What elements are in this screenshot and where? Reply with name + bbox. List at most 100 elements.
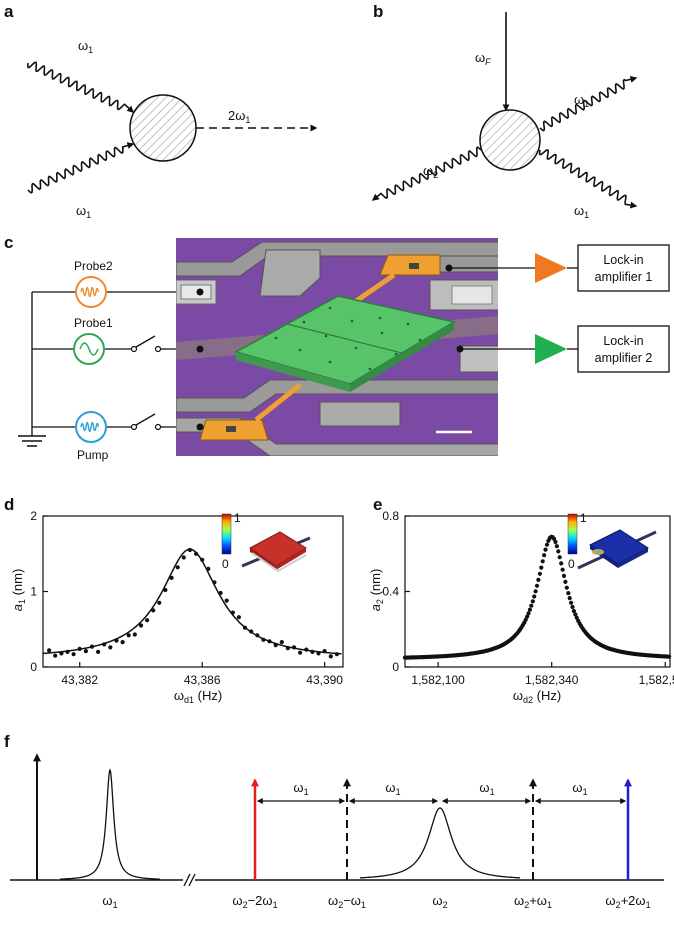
data-point [563, 579, 568, 585]
data-point [544, 542, 550, 547]
spacing-label-3: ω1 [479, 780, 494, 797]
panel-d-label: d [4, 495, 14, 514]
label-omega2-b: ω2 [423, 163, 438, 180]
data-point [145, 618, 150, 623]
peak-omega1 [60, 768, 160, 880]
panel-c-label: c [4, 233, 13, 252]
data-point [532, 594, 537, 599]
panel-b: b ωF ω2 ω1 ω1 [371, 2, 638, 220]
data-point [298, 650, 303, 655]
label-omega1-b-bottom: ω1 [574, 203, 589, 220]
xtick-label: 1,582,100 [411, 673, 465, 687]
panel-a: a ω1 ω1 2ω1 [4, 2, 318, 220]
data-point [564, 585, 569, 590]
ytick-label: 0.8 [382, 509, 399, 523]
ground-symbol [18, 435, 46, 447]
data-point [138, 623, 144, 628]
data-point [322, 649, 327, 654]
data-point [175, 565, 180, 570]
contact-dot-probe2 [196, 288, 204, 296]
panel-a-label: a [4, 2, 14, 21]
data-point [559, 561, 564, 566]
label-omega1-top: ω1 [78, 38, 93, 55]
spacing-label-4: ω1 [572, 780, 587, 797]
label-omega1-b-top: ω1 [574, 92, 589, 109]
ytick-label: 1 [30, 585, 37, 599]
label-2omega1: 2ω1 [228, 108, 250, 125]
data-point [571, 608, 577, 614]
data-point [279, 640, 284, 645]
xtick-label: 43,382 [61, 673, 98, 687]
sine-wave-icon [79, 342, 99, 356]
ytick-label: 0 [30, 660, 37, 674]
data-point [667, 654, 672, 659]
data-point [151, 608, 156, 613]
wavy-output-top-right [539, 75, 638, 132]
wavy-output-left [371, 146, 482, 201]
lockin-1-line1: Lock-in [603, 253, 643, 267]
data-point [114, 638, 119, 643]
data-point [525, 614, 530, 619]
panel-b-label: b [373, 2, 383, 21]
contact-dot-pump [196, 423, 204, 431]
plot-frame [42, 515, 344, 668]
ytick-label: 0 [392, 660, 399, 674]
data-point [553, 539, 558, 545]
data-point [77, 646, 82, 652]
data-point [561, 573, 567, 579]
xtick-label: 43,390 [306, 673, 343, 687]
data-point [157, 600, 162, 605]
data-point [53, 653, 58, 658]
spacing-label-1: ω1 [293, 780, 308, 797]
ylabel-d: a1 (nm) [10, 569, 27, 612]
data-point [539, 565, 544, 570]
data-point [163, 587, 168, 593]
data-point [316, 651, 321, 656]
lockin-box-2 [577, 325, 670, 373]
data-point [187, 547, 192, 553]
switch-probe1[interactable] [130, 335, 162, 353]
data-point [557, 555, 562, 560]
lockin-box-1 [577, 244, 670, 292]
mode-shape-inset-e: 1 0 [567, 511, 657, 571]
ytick-label: 2 [30, 509, 37, 523]
data-point [255, 633, 260, 638]
data-point [543, 547, 548, 552]
data-point [47, 648, 52, 653]
data-point [224, 598, 229, 603]
xtick-label: 1,582,340 [525, 673, 579, 687]
data-point [573, 612, 578, 617]
panel-f: f ω1 ω1 ω1 ω1 ω1 ω2−2ω1 ω2−ω1 ω2 ω2+ω1 ω… [4, 732, 664, 910]
sem-image [176, 238, 498, 456]
data-point [273, 643, 278, 648]
data-point [556, 549, 561, 554]
freq-label-w2-plus-w1: ω2+ω1 [514, 893, 552, 910]
panel-e-label: e [373, 495, 382, 514]
data-point [194, 551, 199, 556]
interaction-vertex-b [479, 109, 541, 171]
data-point [212, 580, 217, 585]
data-point [249, 629, 254, 634]
data-point [236, 615, 241, 620]
data-point [534, 583, 540, 588]
data-point [529, 603, 534, 608]
probe1-source [73, 333, 105, 365]
data-point [533, 589, 538, 594]
data-point [206, 566, 211, 572]
data-point [328, 654, 333, 659]
freq-label-omega1: ω1 [102, 893, 117, 910]
probe2-label: Probe2 [74, 259, 113, 273]
data-point [569, 600, 574, 605]
data-point [230, 610, 235, 615]
axis-break [183, 873, 196, 887]
data-point [59, 651, 64, 656]
data-point [566, 591, 571, 596]
colorbar-e [567, 513, 578, 555]
ylabel-e: a2 (nm) [368, 569, 385, 612]
switch-pump[interactable] [130, 413, 162, 431]
freq-label-w2-minus-2w1: ω2−2ω1 [232, 893, 277, 910]
data-point [267, 639, 272, 644]
peak-omega2 [359, 807, 521, 879]
